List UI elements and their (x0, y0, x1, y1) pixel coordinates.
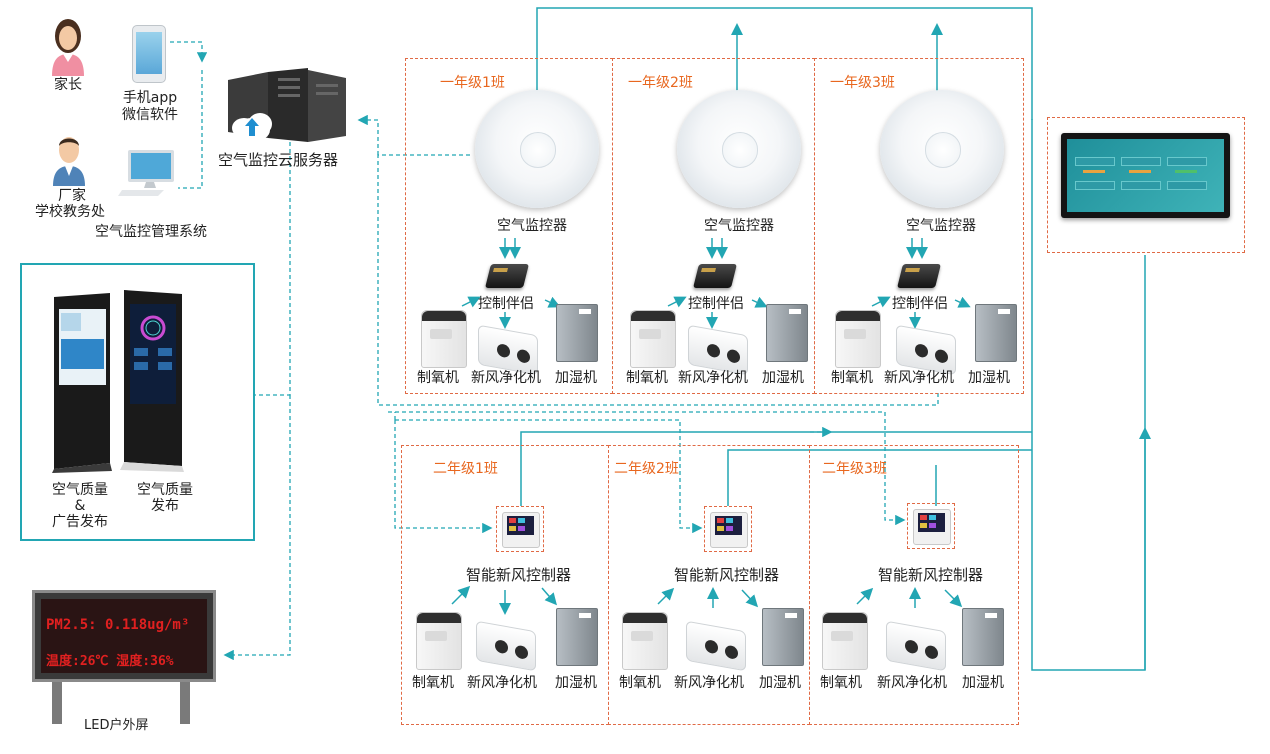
oxygen-generator-icon (421, 310, 467, 368)
humidifier-label: 加湿机 (962, 675, 1004, 691)
smart-controller-label: 智能新风控制器 (674, 566, 780, 584)
led-label: LED户外屏 (84, 718, 149, 733)
control-companion-icon (693, 264, 737, 288)
kiosk-left-label-2: & (74, 498, 86, 514)
led-right-post (180, 682, 190, 724)
mgmt-system-label: 空气监控管理系统 (95, 224, 207, 240)
parent-label: 家长 (54, 77, 82, 93)
oxygen-generator-icon (416, 612, 462, 670)
purifier-label: 新风净化机 (471, 370, 541, 386)
wall-display-screen (1061, 133, 1230, 218)
cloud-server-label: 空气监控云服务器 (218, 151, 339, 169)
oxygen-label: 制氧机 (619, 675, 661, 691)
air-monitor-label: 空气监控器 (497, 218, 567, 234)
oxygen-label: 制氧机 (412, 675, 454, 691)
kiosk-ad-screen-icon (50, 293, 114, 473)
humidifier-label: 加湿机 (555, 370, 597, 386)
air-monitor-label: 空气监控器 (704, 218, 774, 234)
humidifier-icon (556, 304, 598, 362)
kiosk-left-label-3: 广告发布 (52, 514, 108, 530)
purifier-label: 新风净化机 (674, 675, 744, 691)
smart-controller-label: 智能新风控制器 (466, 566, 572, 584)
school-office-label: 学校教务处 (35, 204, 105, 220)
oxygen-generator-icon (835, 310, 881, 368)
grade2-class3-title: 二年级3班 (822, 461, 887, 477)
oxygen-generator-icon (622, 612, 668, 670)
grade2-class1-title: 二年级1班 (433, 461, 498, 477)
grade1-class3-zone (814, 58, 1024, 394)
desktop-computer-icon (118, 148, 180, 198)
humidifier-icon (766, 304, 808, 362)
control-companion-icon (897, 264, 941, 288)
smart-fresh-air-controller-icon (704, 506, 752, 552)
grade1-class1-title: 一年级1班 (440, 75, 505, 91)
grade1-class2-title: 一年级2班 (628, 75, 693, 91)
oxygen-label: 制氧机 (820, 675, 862, 691)
purifier-label: 新风净化机 (877, 675, 947, 691)
kiosk-right-label-2: 发布 (151, 498, 179, 514)
parent-avatar-icon (48, 14, 88, 76)
grade2-class2-title: 二年级2班 (614, 461, 679, 477)
control-companion-icon (485, 264, 529, 288)
control-companion-label: 控制伴侣 (478, 296, 534, 312)
humidifier-label: 加湿机 (968, 370, 1010, 386)
grade2-class3-zone (809, 445, 1019, 725)
purifier-label: 新风净化机 (467, 675, 537, 691)
kiosk-right-label-1: 空气质量 (137, 482, 193, 498)
air-monitor-icon (677, 90, 801, 208)
app-label-1: 手机app (122, 90, 178, 106)
humidifier-label: 加湿机 (759, 675, 801, 691)
oxygen-label: 制氧机 (626, 370, 668, 386)
phone-icon (132, 25, 166, 83)
humidifier-icon (762, 608, 804, 666)
air-monitor-icon (880, 90, 1004, 208)
purifier-label: 新风净化机 (884, 370, 954, 386)
humidifier-icon (556, 608, 598, 666)
led-left-post (52, 682, 62, 724)
staff-avatar-icon (50, 130, 88, 186)
wall-display-zone (1047, 117, 1245, 253)
smart-fresh-air-controller-icon (496, 506, 544, 552)
led-outdoor-screen (32, 590, 216, 682)
oxygen-generator-icon (822, 612, 868, 670)
humidifier-label: 加湿机 (762, 370, 804, 386)
oxygen-label: 制氧机 (417, 370, 459, 386)
air-monitor-label: 空气监控器 (906, 218, 976, 234)
air-monitor-icon (475, 90, 599, 208)
factory-label: 厂家 (58, 188, 86, 204)
kiosk-left-label-1: 空气质量 (52, 482, 108, 498)
humidifier-label: 加湿机 (555, 675, 597, 691)
control-companion-label: 控制伴侣 (688, 296, 744, 312)
kiosk-air-quality-screen-icon (120, 290, 186, 472)
app-label-2: 微信软件 (122, 107, 178, 123)
oxygen-generator-icon (630, 310, 676, 368)
humidifier-icon (962, 608, 1004, 666)
grade1-class3-title: 一年级3班 (830, 75, 895, 91)
control-companion-label: 控制伴侣 (892, 296, 948, 312)
led-pm25-text: PM2.5: 0.118ug/m³ (46, 617, 190, 633)
cloud-server-icon (222, 66, 352, 146)
led-temp-humidity-text: 温度:26℃ 湿度:36% (46, 654, 174, 669)
purifier-label: 新风净化机 (678, 370, 748, 386)
humidifier-icon (975, 304, 1017, 362)
smart-fresh-air-controller-icon (907, 503, 955, 549)
smart-controller-label: 智能新风控制器 (878, 566, 984, 584)
oxygen-label: 制氧机 (831, 370, 873, 386)
